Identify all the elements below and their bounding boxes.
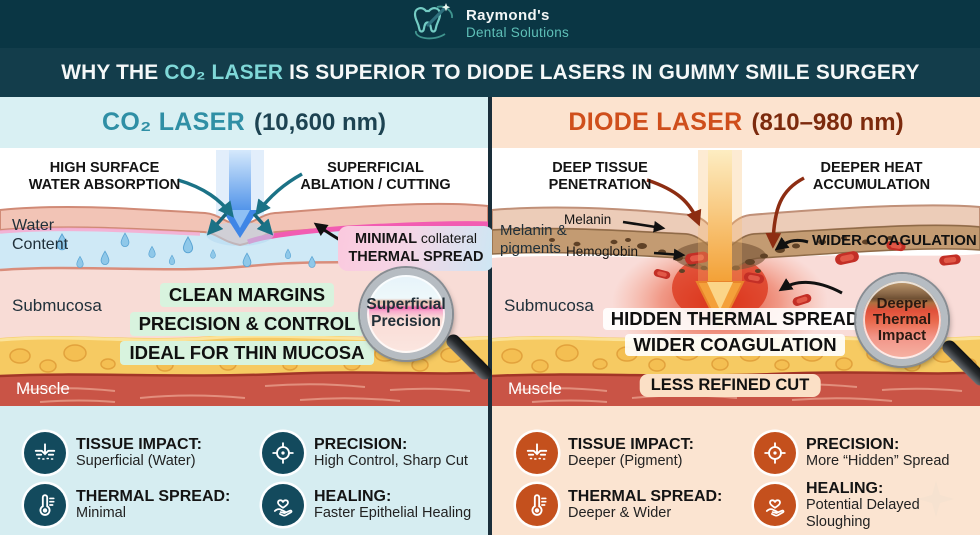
title-pre: WHY THE	[60, 60, 164, 84]
summary-item-tissue-impact: TISSUE IMPACT: Superficial (Water)	[24, 427, 256, 479]
summary-label: TISSUE IMPACT:	[76, 435, 202, 453]
summary-label: PRECISION:	[314, 435, 408, 453]
magnifier-text: Superficial Precision	[366, 296, 446, 330]
warning-wider-coagulation: WIDER COAGULATION	[625, 334, 845, 356]
summary-value: Superficial (Water)	[76, 453, 196, 470]
thermal-note-rest: collateral	[417, 230, 477, 246]
title-banner: WHY THE CO₂ LASER IS SUPERIOR TO DIODE L…	[0, 48, 980, 97]
muscle-label: Muscle	[508, 379, 562, 398]
magnifier-deeper-thermal-impact: Deeper Thermal Impact	[856, 274, 980, 389]
callout-superficial-ablation: SUPERFICIAL ABLATION / CUTTING	[300, 160, 451, 193]
benefit-clean-margins: CLEAN MARGINS	[159, 283, 335, 307]
logo-tagline: Dental Solutions	[465, 24, 570, 40]
summary-item-thermal-spread: THERMAL SPREAD: Minimal	[24, 479, 256, 531]
minimal-thermal-spread-note: MINIMAL collateral THERMAL SPREAD	[338, 226, 494, 271]
tissue-impact-icon	[516, 432, 558, 474]
summary-item-precision: PRECISION: More “Hidden” Spread	[754, 427, 980, 479]
warning-hidden-thermal: HIDDEN THERMAL SPREAD	[602, 308, 868, 330]
comparison-panels: CO₂ LASER (10,600 nm)	[0, 97, 980, 535]
summary-item-tissue-impact: TISSUE IMPACT: Deeper (Pigment)	[516, 427, 748, 479]
summary-label: PRECISION:	[806, 435, 900, 453]
co2-panel-title: CO₂ LASER	[101, 108, 245, 136]
callout-water-absorption: HIGH SURFACE WATER ABSORPTION	[28, 160, 181, 193]
melanin-pigments-label: Melanin & pigments	[500, 222, 567, 257]
magnifier-lens: Deeper Thermal Impact	[856, 274, 948, 366]
precision-icon	[754, 432, 796, 474]
callout-deep-penetration: DEEP TISSUE PENETRATION	[548, 160, 652, 193]
co2-laser-panel: CO₂ LASER (10,600 nm)	[0, 97, 495, 535]
benefit-precision-control: PRECISION & CONTROL	[129, 312, 365, 336]
water-content-label: Water Content	[12, 217, 69, 254]
submucosa-label: Submucosa	[12, 296, 102, 315]
summary-label: THERMAL SPREAD:	[76, 487, 231, 505]
summary-item-healing: HEALING: Faster Epithelial Healing	[262, 479, 488, 531]
magnifier-superficial-precision: Superficial Precision	[360, 268, 495, 383]
summary-value: Potential Delayed Sloughing	[806, 497, 920, 530]
header-bar: Raymond's Dental Solutions	[0, 0, 980, 48]
magnifier-lens: Superficial Precision	[360, 268, 452, 360]
summary-item-thermal-spread: THERMAL SPREAD: Deeper & Wider	[516, 479, 748, 531]
thermal-note-bold: MINIMAL	[355, 231, 418, 247]
precision-icon	[262, 432, 304, 474]
summary-value: Minimal	[76, 505, 126, 522]
diode-warnings-list: HIDDEN THERMAL SPREAD WIDER COAGULATION	[585, 308, 885, 356]
magnifier-text: Deeper Thermal Impact	[872, 294, 932, 345]
logo-text: Raymond's Dental Solutions	[465, 7, 570, 40]
thermal-note-line2: THERMAL SPREAD	[348, 249, 484, 266]
diode-panel-header: DIODE LASER (810–980 nm)	[492, 97, 980, 150]
title-post: IS SUPERIOR TO DIODE LASERS IN GUMMY SMI…	[282, 60, 920, 84]
summary-label: THERMAL SPREAD:	[568, 487, 723, 505]
wider-coagulation-label: WIDER COAGULATION	[812, 232, 977, 249]
title-highlight: CO₂ LASER	[163, 60, 283, 84]
co2-wavelength: (10,600 nm)	[253, 108, 387, 136]
melanin-pointer-label: Melanin	[564, 212, 612, 227]
co2-tissue-illustration: HIGH SURFACE WATER ABSORPTION SUPERFICIA…	[0, 150, 495, 415]
submucosa-label: Submucosa	[504, 296, 594, 315]
less-refined-cut-note: LESS REFINED CUT	[639, 374, 821, 397]
summary-value: High Control, Sharp Cut	[314, 453, 468, 470]
page-title: WHY THE CO₂ LASER IS SUPERIOR TO DIODE L…	[61, 60, 919, 85]
summary-label: HEALING:	[806, 479, 884, 497]
tooth-logo-icon	[413, 3, 453, 40]
tissue-impact-icon	[24, 432, 66, 474]
diode-wavelength: (810–980 nm)	[751, 108, 904, 136]
co2-benefits-list: CLEAN MARGINS PRECISION & CONTROL IDEAL …	[92, 283, 402, 365]
summary-item-healing: HEALING: Potential Delayed Sloughing	[754, 479, 980, 531]
logo-brand: Raymond's	[465, 7, 550, 25]
diode-panel-title: DIODE LASER	[568, 108, 743, 136]
diode-laser-panel: DIODE LASER (810–980 nm)	[492, 97, 980, 535]
diode-tissue-illustration: DEEP TISSUE PENETRATION DEEPER HEAT ACCU…	[492, 150, 980, 415]
healing-icon	[754, 484, 796, 526]
co2-summary: TISSUE IMPACT: Superficial (Water) PRECI…	[0, 415, 488, 535]
summary-value: More “Hidden” Spread	[806, 453, 950, 470]
summary-label: HEALING:	[314, 487, 392, 505]
muscle-label: Muscle	[16, 379, 70, 398]
hemoglobin-pointer-label: Hemoglobin	[566, 244, 639, 259]
callout-heat-accumulation: DEEPER HEAT ACCUMULATION	[812, 160, 931, 193]
panel-divider	[488, 97, 492, 535]
summary-value: Deeper & Wider	[568, 505, 672, 522]
diode-summary: TISSUE IMPACT: Deeper (Pigment) PRECISIO…	[492, 415, 980, 535]
thermal-spread-icon	[24, 484, 66, 526]
summary-value: Deeper (Pigment)	[568, 453, 683, 470]
benefit-thin-mucosa: IDEAL FOR THIN MUCOSA	[120, 341, 374, 365]
summary-value: Faster Epithelial Healing	[314, 505, 472, 522]
summary-label: TISSUE IMPACT:	[568, 435, 694, 453]
healing-icon	[262, 484, 304, 526]
thermal-spread-icon	[516, 484, 558, 526]
co2-panel-header: CO₂ LASER (10,600 nm)	[0, 97, 488, 150]
summary-item-precision: PRECISION: High Control, Sharp Cut	[262, 427, 488, 479]
